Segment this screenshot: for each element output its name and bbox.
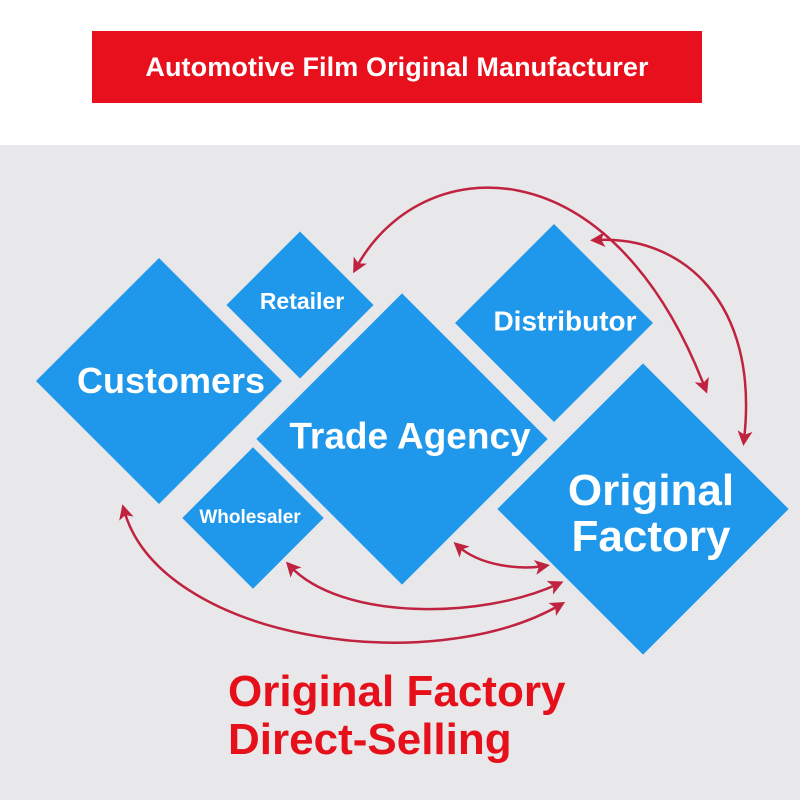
trade-agency-label: Trade Agency (289, 415, 531, 457)
original-factory-label-line1: Original (567, 465, 735, 515)
original-factory-label-line2: Factory (571, 512, 731, 561)
original-factory-label: Original Factory (567, 465, 735, 561)
page-title: Automotive Film Original Manufacturer (145, 51, 649, 82)
distributor-label: Distributor (493, 305, 637, 337)
customers-label: Customers (76, 360, 266, 402)
wholesaler-label: Wholesaler (199, 507, 301, 529)
title-banner: Automotive Film Original Manufacturer (92, 31, 702, 103)
retailer-label: Retailer (259, 287, 345, 314)
footer-line1: Original Factory (228, 667, 566, 716)
footer-line2: Direct-Selling (228, 715, 512, 764)
footer-slogan: Original Factory Direct-Selling (228, 668, 565, 764)
